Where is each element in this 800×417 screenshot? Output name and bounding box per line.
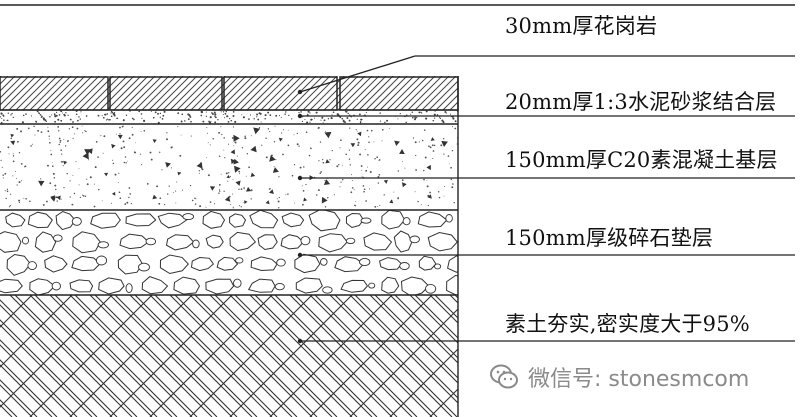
leader-granite [299,55,416,93]
watermark-text: 微信号: stonesmcom [528,367,750,392]
watermark: 微信号: stonesmcom [488,360,749,394]
gravel-stones [0,210,458,295]
granite-hatch [0,76,458,110]
mortar-layer [0,110,458,124]
leader-dot [297,175,303,181]
leader-lines [297,55,795,344]
layer-boundaries [0,76,459,417]
wechat-icon [490,364,518,389]
mortar-speckle [0,110,458,124]
gravel-layer [0,210,458,295]
leader-dot [297,338,303,344]
label-concrete: 150mm厚C20素混凝土基层 [505,148,778,172]
leader-dot [297,113,303,119]
label-soil: 素土夯实,密实度大于95% [505,312,750,336]
leader-dot [297,89,303,95]
concrete-layer [0,125,458,209]
granite-layer [0,76,459,111]
soil-layer [0,295,458,417]
label-granite: 30mm厚花岗岩 [505,14,658,38]
leader-dot [297,252,303,258]
label-gravel: 150mm厚级碎石垫层 [505,226,714,250]
label-mortar: 20mm厚1:3水泥砂浆结合层 [505,90,777,114]
concrete-speckle [0,125,458,209]
soil-hatch [0,295,458,417]
